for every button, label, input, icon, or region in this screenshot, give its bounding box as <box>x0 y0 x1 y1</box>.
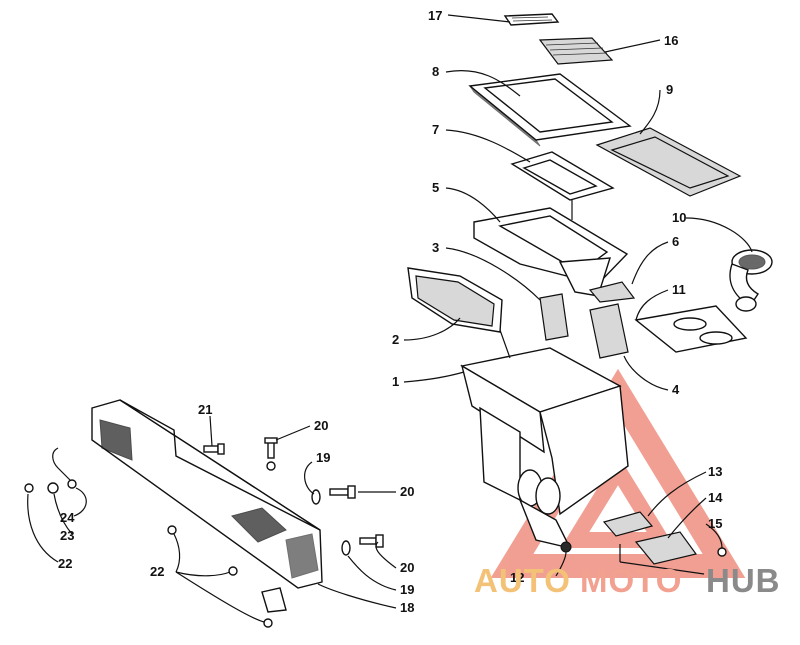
watermark-hub: HUB <box>706 562 781 599</box>
callout-6: 6 <box>672 234 679 249</box>
callout-4: 4 <box>672 382 680 397</box>
part-7-tray <box>510 151 615 201</box>
callout-11: 11 <box>672 282 686 297</box>
part-6-bracket <box>588 281 636 303</box>
callout-7: 7 <box>432 122 439 137</box>
part-15-fastener <box>717 547 727 557</box>
part-14-grille <box>634 531 698 565</box>
callout-21: 21 <box>198 402 212 417</box>
watermark-auto: AUTO <box>474 562 571 599</box>
callout-labels: 17 16 8 9 7 5 10 3 6 11 2 1 4 21 20 19 2… <box>58 8 723 615</box>
callout-2: 2 <box>392 332 399 347</box>
watermark-moto: MOTO <box>580 562 682 599</box>
watermark-triangle-inner <box>560 454 676 548</box>
part-10-elbow-duct <box>729 249 773 312</box>
part-4-gasket <box>589 303 629 359</box>
callout-16: 16 <box>664 33 678 48</box>
callout-10: 10 <box>672 210 686 225</box>
callout-24: 24 <box>60 510 75 525</box>
callout-18: 18 <box>400 600 414 615</box>
callout-19-upper: 19 <box>316 450 330 465</box>
callout-13: 13 <box>708 464 722 479</box>
callout-3: 3 <box>432 240 439 255</box>
callout-20-lower: 20 <box>400 560 414 575</box>
part-12-grommet <box>560 541 572 553</box>
callout-20-upper: 20 <box>314 418 328 433</box>
part-8-frame <box>468 73 632 147</box>
callout-8: 8 <box>432 64 439 79</box>
part-9-pad <box>595 127 742 197</box>
callout-5: 5 <box>432 180 439 195</box>
watermark-wordmark: AUTO MOTO HUB <box>474 562 781 599</box>
callout-1: 1 <box>392 374 399 389</box>
callout-17: 17 <box>428 8 442 23</box>
callout-14: 14 <box>708 490 723 505</box>
callout-12: 12 <box>510 570 524 585</box>
callout-22-lower: 22 <box>150 564 164 579</box>
part-1-airbox <box>460 347 629 550</box>
part-5-upper-housing <box>473 207 629 297</box>
part-11-mounting-plate <box>634 305 748 353</box>
callout-22-left: 22 <box>58 556 72 571</box>
part-16-filter <box>538 37 614 65</box>
part-17-plate <box>503 13 560 26</box>
part-18-bracket-rail <box>91 399 323 613</box>
callout-9: 9 <box>666 82 673 97</box>
callout-20-mid: 20 <box>400 484 414 499</box>
hardware <box>24 437 384 628</box>
part-13-grille <box>602 511 654 537</box>
part-2-side-panel <box>407 267 503 333</box>
leader-lines <box>27 14 753 623</box>
callout-19-lower: 19 <box>400 582 414 597</box>
part-3-gasket <box>539 293 569 341</box>
callout-23: 23 <box>60 528 74 543</box>
callout-15: 15 <box>708 516 722 531</box>
